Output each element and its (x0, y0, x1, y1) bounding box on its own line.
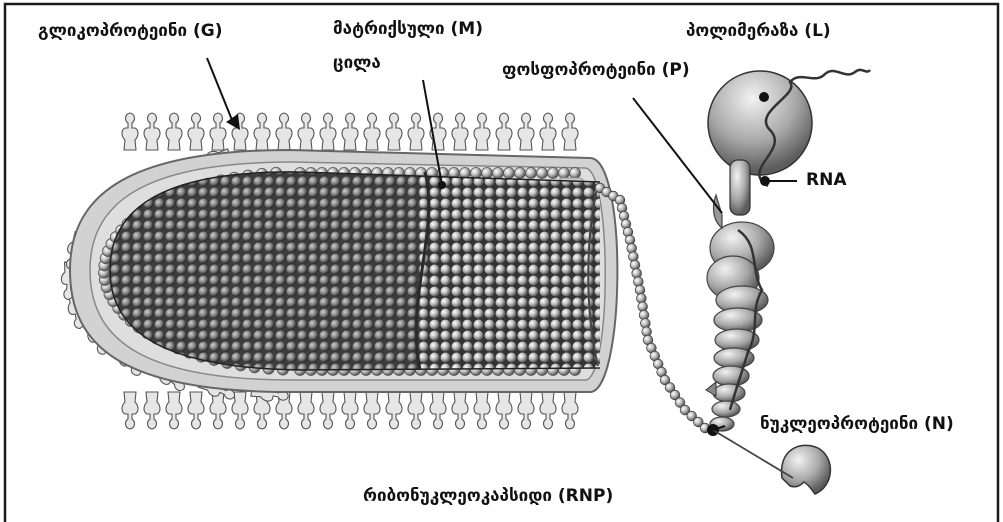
label-glycoprotein: გლიკოპროტეინი (G) (38, 23, 223, 40)
label-polymerase: პოლიმერაზა (L) (686, 23, 831, 40)
nucleoprotein-N (782, 445, 831, 494)
label-matrix-line2: ცილა (333, 55, 381, 72)
ribonucleocapsid-core (100, 160, 610, 380)
label-rnp: რიბონუკლეოკაპსიდი (RNP) (363, 488, 613, 505)
pointer-rnp (713, 430, 793, 478)
pointer-glycoprotein (207, 58, 232, 120)
label-rna: RNA (806, 172, 846, 189)
nucleocapsid-coil (706, 195, 774, 431)
label-matrix: მატრიქსული (M) (333, 21, 483, 38)
label-phosphoprotein: ფოსფოპროტეინი (P) (502, 62, 690, 79)
polymerase-L (693, 56, 870, 215)
label-nucleoprotein: ნუკლეოპროტეინი (N) (760, 416, 954, 433)
